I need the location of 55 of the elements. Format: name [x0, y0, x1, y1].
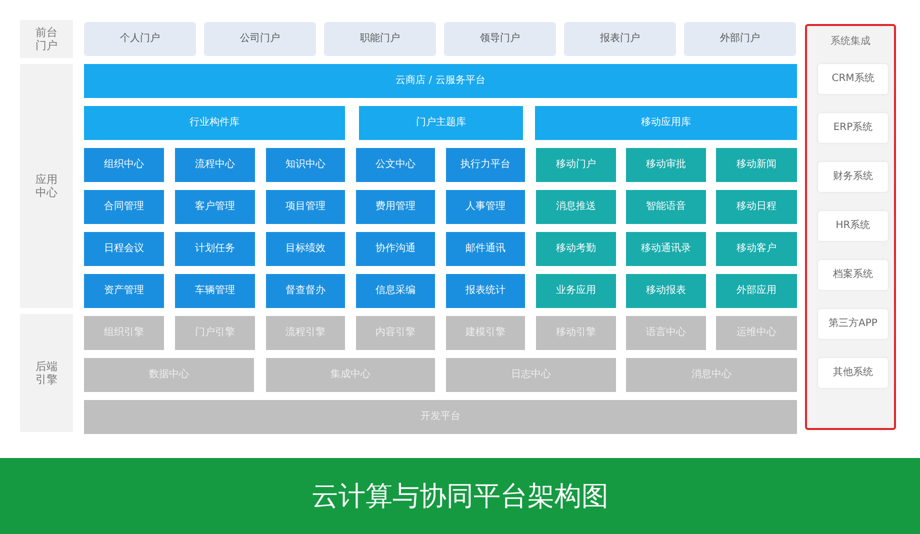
application-box: 流程中心	[175, 148, 255, 182]
mobile-application-box: 外部应用	[716, 274, 797, 308]
application-box: 邮件通讯	[446, 232, 525, 266]
application-box: 客户管理	[175, 190, 255, 224]
portal-box: 公司门户	[204, 22, 316, 56]
application-box: 计划任务	[175, 232, 255, 266]
system-box: 档案系统	[818, 260, 888, 290]
mobile-application-box: 移动审批	[626, 148, 706, 182]
mobile-application-box: 消息推送	[536, 190, 616, 224]
application-box: 费用管理	[356, 190, 435, 224]
panel-heading: 系统集成	[830, 36, 870, 48]
application-box: 目标绩效	[266, 232, 345, 266]
mobile-application-box: 业务应用	[536, 274, 616, 308]
library-bar: 移动应用库	[535, 106, 797, 140]
layer-label-band: 后端引擎	[20, 314, 73, 432]
application-box: 资产管理	[84, 274, 164, 308]
application-box: 执行力平台	[446, 148, 525, 182]
system-box: HR系统	[818, 211, 888, 241]
mobile-application-box: 移动报表	[626, 274, 706, 308]
system-box: 第三方APP	[818, 309, 888, 339]
application-box: 车辆管理	[175, 274, 255, 308]
mobile-application-box: 移动客户	[716, 232, 797, 266]
application-box: 项目管理	[266, 190, 345, 224]
system-box: 财务系统	[818, 162, 888, 192]
library-bar: 行业构件库	[84, 106, 345, 140]
application-box: 报表统计	[446, 274, 525, 308]
portal-box: 领导门户	[444, 22, 556, 56]
application-box: 合同管理	[84, 190, 164, 224]
layer-label-band: 前台门户	[20, 20, 73, 58]
application-box: 信息采编	[356, 274, 435, 308]
mobile-application-box: 移动新闻	[716, 148, 797, 182]
portal-box: 个人门户	[84, 22, 196, 56]
mobile-application-box: 智能语音	[626, 190, 706, 224]
application-box: 日程会议	[84, 232, 164, 266]
portal-box: 职能门户	[324, 22, 436, 56]
platform-bar: 云商店 / 云服务平台	[84, 64, 797, 98]
portal-box: 外部门户	[684, 22, 796, 56]
application-box: 组织中心	[84, 148, 164, 182]
portal-box: 报表门户	[564, 22, 676, 56]
application-box: 人事管理	[446, 190, 525, 224]
system-box: CRM系统	[818, 64, 888, 94]
caption: 云计算与协同平台架构图	[312, 480, 608, 514]
application-box: 协作沟通	[356, 232, 435, 266]
layer-label-band: 应用中心	[20, 64, 73, 308]
mobile-application-box: 移动日程	[716, 190, 797, 224]
mobile-application-box: 移动考勤	[536, 232, 616, 266]
mobile-application-box: 移动通讯录	[626, 232, 706, 266]
system-box: ERP系统	[818, 113, 888, 143]
application-box: 督查督办	[266, 274, 345, 308]
library-bar: 门户主题库	[359, 106, 523, 140]
application-box: 公文中心	[356, 148, 435, 182]
integration-panel	[805, 24, 896, 430]
system-box: 其他系统	[818, 358, 888, 388]
application-box: 知识中心	[266, 148, 345, 182]
mobile-application-box: 移动门户	[536, 148, 616, 182]
